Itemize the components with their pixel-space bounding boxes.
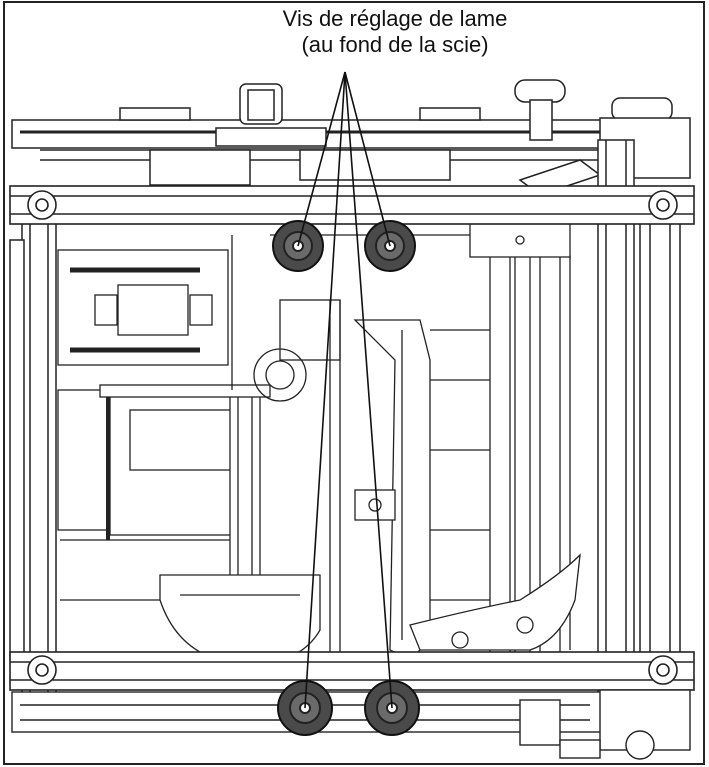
top-mechanism <box>11 79 691 196</box>
internal-components <box>57 221 581 666</box>
callout-leader-lines <box>297 71 393 709</box>
bottom-base <box>11 689 691 760</box>
callout-line-1: Vis de réglage de lame <box>282 6 508 31</box>
outer-border <box>3 1 705 765</box>
side-rails <box>9 139 681 721</box>
cross-bars <box>9 185 695 691</box>
callout-label: Vis de réglage de lame (au fond de la sc… <box>250 6 540 58</box>
callout-line-2: (au fond de la scie) <box>301 32 489 57</box>
